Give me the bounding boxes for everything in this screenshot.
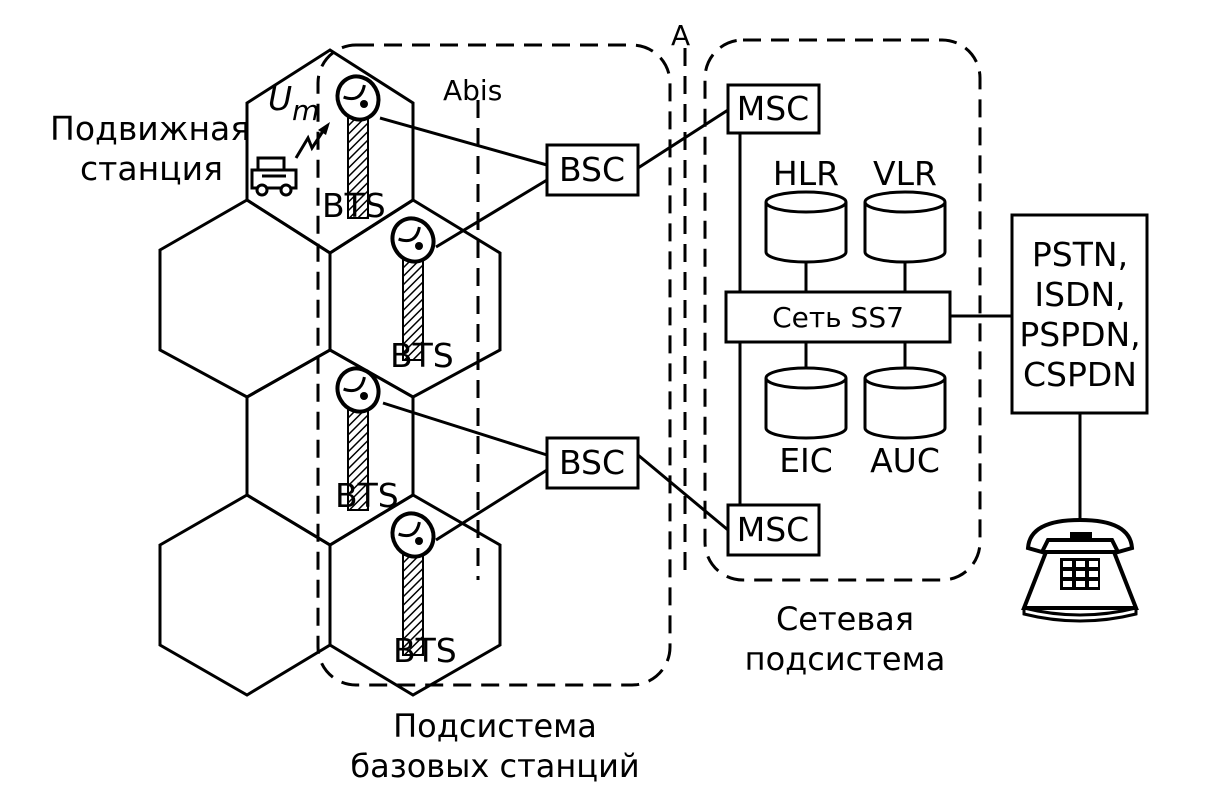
cell-hexagons bbox=[158, 48, 502, 697]
cell-hex-5 bbox=[158, 493, 332, 697]
um-interface-label: U bbox=[268, 79, 292, 118]
bts-label-3: BTS bbox=[335, 476, 399, 515]
ss7-network-label: Сеть SS7 bbox=[772, 301, 904, 334]
connections bbox=[379, 108, 1082, 542]
abis-interface-label: Abis bbox=[443, 74, 502, 107]
bts-label-1: BTS bbox=[322, 186, 386, 225]
pstn-label-1: PSTN, bbox=[1032, 235, 1128, 274]
link-bsc1-msc1 bbox=[637, 108, 729, 170]
link-bts3-bsc2 bbox=[382, 401, 548, 457]
a-interface-label: A bbox=[671, 19, 690, 52]
cell-hex-6 bbox=[328, 493, 502, 697]
ss7-network-box bbox=[724, 290, 952, 344]
auc-label: AUC bbox=[870, 441, 940, 480]
bss-boundary bbox=[316, 43, 672, 687]
network-subsystem-boundary bbox=[703, 38, 982, 582]
bsc-box-1 bbox=[545, 143, 640, 197]
arrow-head-icon bbox=[318, 122, 330, 135]
auc-database-icon bbox=[863, 366, 947, 440]
hlr-database-icon bbox=[764, 190, 848, 264]
bsc-box-2 bbox=[545, 436, 640, 490]
network-subsystem-caption-1: Сетевая bbox=[776, 600, 914, 638]
mobile-station-label-1: Подвижная bbox=[50, 109, 250, 148]
link-bts4-bsc2 bbox=[435, 468, 548, 542]
vlr-database-icon bbox=[863, 190, 947, 264]
bss-caption-2: базовых станций bbox=[350, 747, 639, 785]
link-bts1-bsc1 bbox=[379, 116, 548, 167]
bts-label-2: BTS bbox=[390, 336, 454, 375]
pstn-label-3: PSPDN, bbox=[1019, 315, 1140, 354]
msc-label-2: MSC bbox=[737, 510, 809, 549]
bss-caption-1: Подсистема bbox=[393, 707, 597, 745]
link-bsc2-msc2 bbox=[637, 453, 729, 532]
pstn-label-2: ISDN, bbox=[1034, 275, 1125, 314]
radio-zigzag-icon bbox=[294, 127, 327, 159]
network-subsystem-caption-2: подсистема bbox=[745, 640, 946, 678]
cell-hex-4 bbox=[245, 348, 415, 547]
bsc-label-2: BSC bbox=[559, 443, 625, 482]
bts-label-4: BTS bbox=[393, 631, 457, 670]
hlr-label: HLR bbox=[773, 154, 839, 193]
um-interface-subscript: m bbox=[292, 94, 319, 127]
msc-label-1: MSC bbox=[737, 89, 809, 128]
link-bts2-bsc1 bbox=[435, 178, 548, 249]
bsc-label-1: BSC bbox=[559, 150, 625, 189]
msc-box-1 bbox=[726, 83, 821, 135]
cell-hex-2 bbox=[158, 198, 332, 399]
eic-database-icon bbox=[764, 366, 848, 440]
pstn-box bbox=[1010, 213, 1149, 415]
telephone-icon bbox=[1021, 517, 1139, 623]
msc-box-2 bbox=[726, 503, 821, 557]
eic-label: EIC bbox=[779, 441, 833, 480]
mobile-station-label-2: станция bbox=[80, 149, 223, 188]
car-icon bbox=[250, 156, 298, 197]
pstn-label-4: CSPDN bbox=[1023, 355, 1137, 394]
vlr-label: VLR bbox=[873, 154, 937, 193]
